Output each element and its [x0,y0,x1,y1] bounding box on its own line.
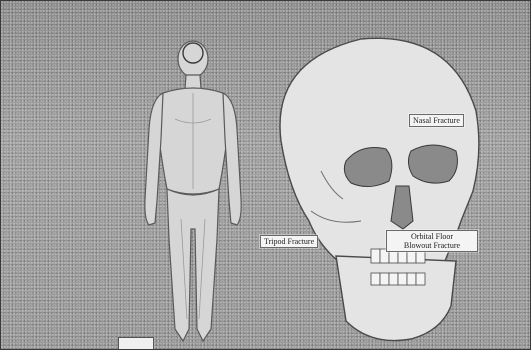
orbital-label-line2: Blowout Fracture [389,241,475,250]
human-skull-icon [251,21,491,350]
nasal-fracture-label: Nasal Fracture [409,114,464,127]
footer-tag [118,337,154,350]
human-body-figure-icon [131,29,261,347]
orbital-floor-fracture-label: Orbital Floor Blowout Fracture [386,230,478,252]
illustration-title [5,3,475,17]
orbital-label-line1: Orbital Floor [389,232,475,241]
tripod-fracture-label: Tripod Fracture [260,235,318,248]
